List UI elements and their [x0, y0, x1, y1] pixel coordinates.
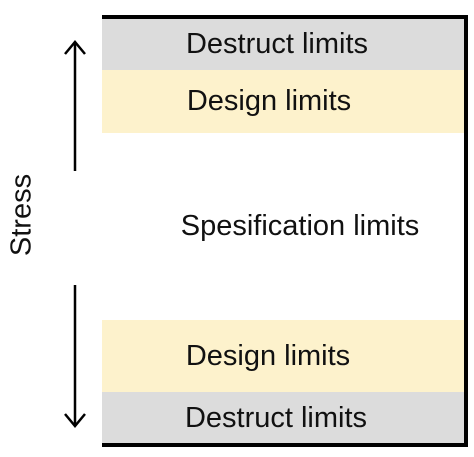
specification-limits-label: Spesification limits — [180, 210, 420, 242]
frame-top-border — [102, 15, 468, 19]
destruct-limits-top-band: Destruct limits — [102, 18, 464, 70]
design-limits-top-band: Design limits — [102, 70, 464, 133]
destruct-limits-top-label: Destruct limits — [185, 27, 369, 60]
design-limits-bottom-band: Design limits — [102, 320, 464, 392]
design-limits-bottom-label: Design limits — [185, 339, 351, 372]
arrow-up-icon — [64, 40, 86, 171]
frame-right-border — [464, 15, 468, 447]
destruct-limits-bottom-label: Destruct limits — [184, 401, 368, 434]
specification-limits-band: Spesification limits — [102, 133, 464, 320]
design-limits-top-label: Design limits — [186, 85, 352, 117]
stress-axis-label: Stress — [5, 173, 38, 257]
frame-bottom-border — [102, 443, 468, 447]
destruct-limits-bottom-band: Destruct limits — [102, 392, 464, 444]
arrow-down-icon — [64, 285, 86, 428]
stress-axis-arrows — [64, 40, 86, 428]
